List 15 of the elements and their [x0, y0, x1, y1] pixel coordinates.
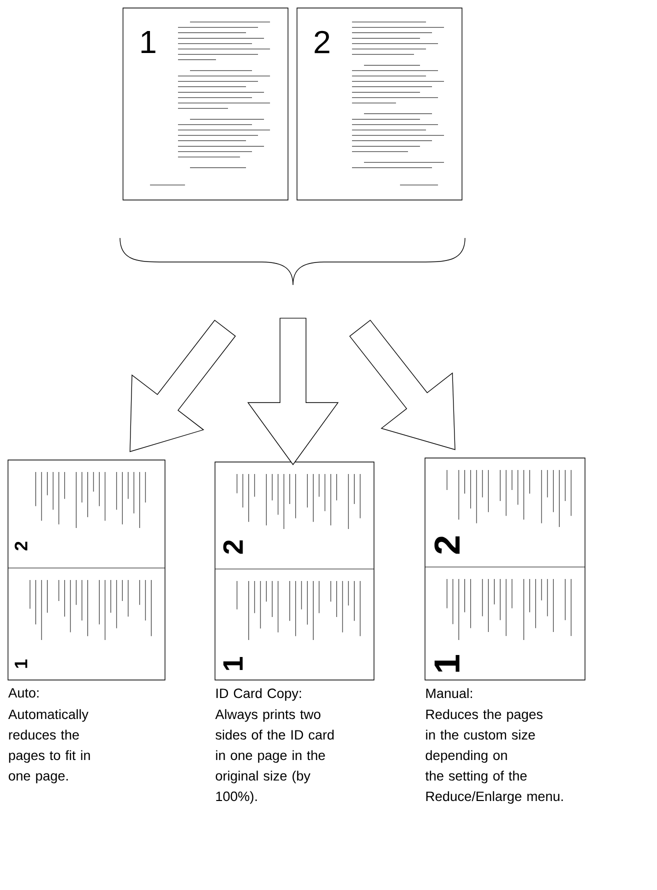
- page-drawing: 2 1: [214, 462, 374, 680]
- page-drawing: 2: [296, 8, 462, 200]
- hollow-arrow: [130, 320, 236, 452]
- page-drawing: 2 1: [8, 460, 166, 680]
- hollow-arrow: [247, 318, 339, 466]
- node-label: Automatically reduces the pages to fit in one page.: [8, 709, 90, 784]
- node-label: Auto:: [8, 688, 38, 698]
- brace: [120, 238, 466, 286]
- page-drawing: 2 1: [424, 458, 586, 680]
- node-label: Reduces the pages in the custom size depending on the setting of the Reduce/Enlarge menu.: [425, 709, 563, 804]
- node-label: Manual:: [426, 688, 472, 698]
- node-label: Always prints two sides of the ID card in one page in the original size (by 100%).: [215, 709, 334, 804]
- page-drawing: 1: [122, 8, 288, 200]
- node-label: ID Card Copy:: [216, 688, 301, 701]
- hollow-arrow: [349, 320, 456, 450]
